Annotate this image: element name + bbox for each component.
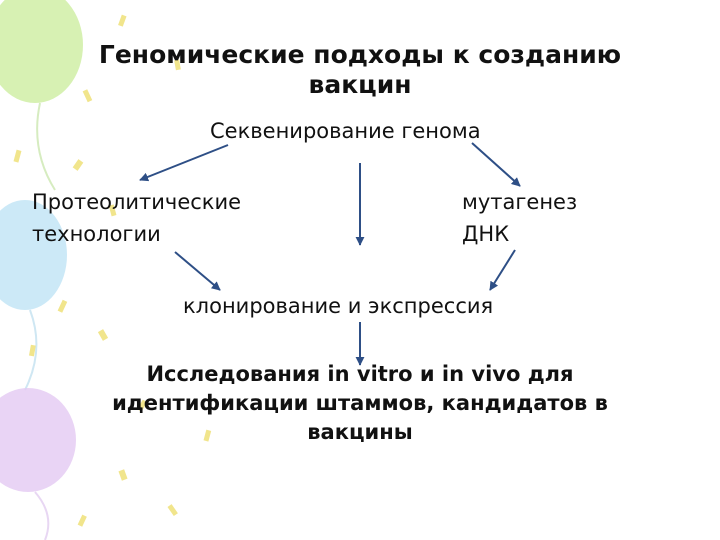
mutagenesis-line-1: мутагенез bbox=[462, 190, 578, 214]
conclusion-line-1: Исследования in vitro и in vivo для bbox=[146, 362, 574, 386]
arrow-mutagenesis-to-cloning bbox=[489, 249, 516, 291]
mutagenesis-line-2: ДНК bbox=[462, 222, 510, 246]
conclusion-line-3: вакцины bbox=[307, 420, 413, 444]
node-dna-mutagenesis: мутагенез ДНК bbox=[462, 186, 577, 250]
balloon-decoration-purple bbox=[0, 388, 76, 540]
arrow-sequencing-to-proteolytic bbox=[139, 144, 229, 182]
conclusion-line-2: идентификации штаммов, кандидатов в bbox=[112, 391, 608, 415]
proteolytic-line-1: Протеолитические bbox=[32, 190, 242, 214]
balloon-decoration-blue bbox=[0, 200, 67, 391]
title-line-2: вакцин bbox=[308, 70, 412, 99]
balloon-decoration-green bbox=[0, 0, 83, 191]
node-in-vitro-in-vivo-studies: Исследования in vitro и in vivo для иден… bbox=[40, 360, 680, 447]
page-title: Геномические подходы к созданию вакцин bbox=[0, 40, 720, 100]
title-line-1: Геномические подходы к созданию bbox=[98, 40, 622, 69]
arrow-sequencing-to-mutagenesis bbox=[471, 142, 521, 187]
node-proteolytic-technologies: Протеолитические технологии bbox=[32, 186, 241, 250]
confetti-decoration bbox=[13, 14, 212, 527]
arrow-proteolytic-to-cloning bbox=[174, 251, 221, 291]
proteolytic-line-2: технологии bbox=[32, 222, 161, 246]
node-genome-sequencing: Секвенирование генома bbox=[210, 119, 481, 143]
node-cloning-expression: клонирование и экспрессия bbox=[183, 294, 494, 318]
